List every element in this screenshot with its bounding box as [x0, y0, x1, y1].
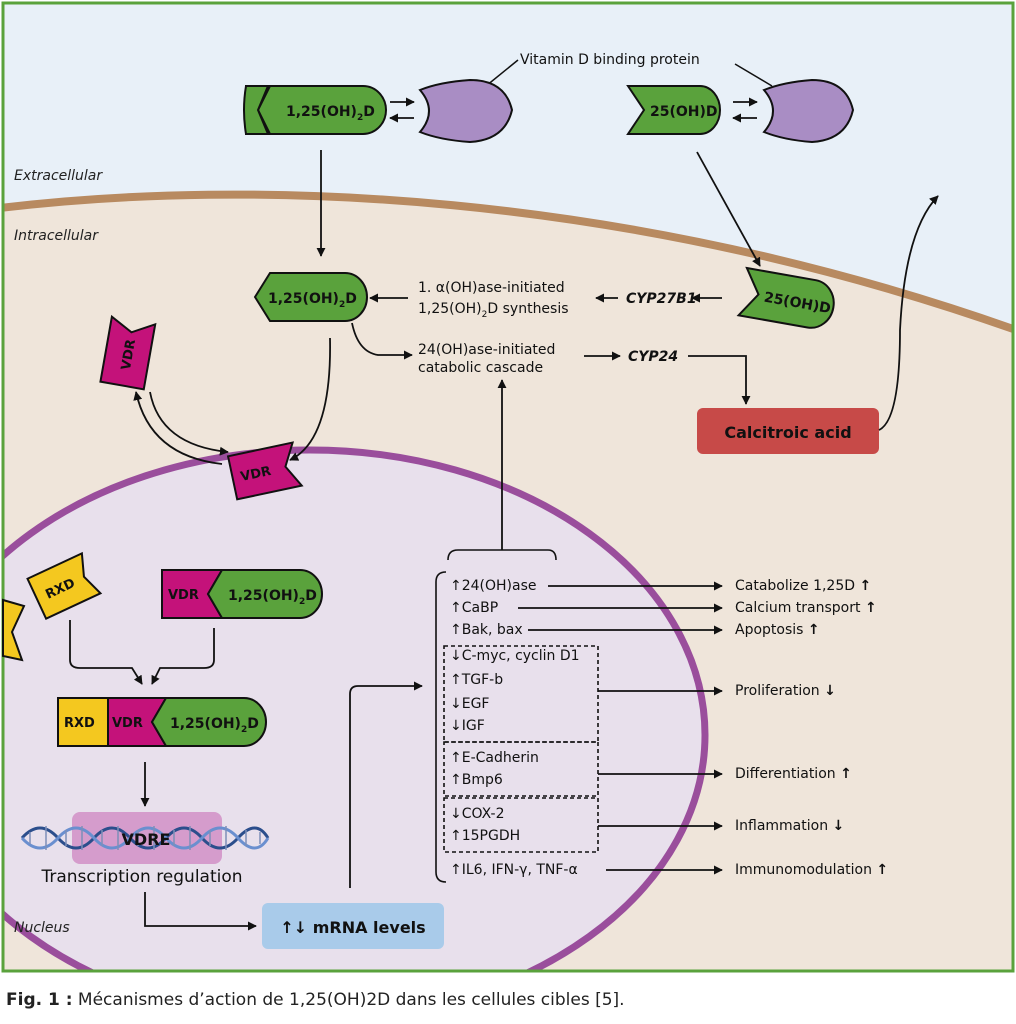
gene-item: ↑Bmp6: [450, 772, 503, 788]
effect-item: Apoptosis ↑: [735, 622, 820, 638]
vdbp-shape-2: [762, 78, 855, 144]
svg-text:RXD: RXD: [64, 716, 95, 731]
svg-text:VDR: VDR: [112, 716, 143, 731]
gene-item: ↓C-myc, cyclin D1: [450, 648, 580, 664]
calcitroic-acid-label: Calcitroic acid: [724, 423, 851, 442]
calcitriol-intracellular: 1,25(OH)2D: [253, 272, 368, 322]
calcitriol-extracellular: 1,25(OH)2D: [243, 85, 387, 135]
gene-item: ↓EGF: [450, 696, 489, 712]
figure-frame: [1, 1, 1015, 973]
vdr-calcitriol-complex: VDR 1,25(OH)2D: [161, 569, 323, 619]
mrna-levels-box: [262, 903, 444, 949]
gene-item: ↑15PGDH: [450, 828, 520, 844]
cyp27b1-label: CYP27B1: [626, 291, 697, 307]
vdr-perinuclear: VDR: [226, 441, 304, 501]
extracellular-label: Extracellular: [14, 168, 103, 184]
svg-text:1,25(OH)2D: 1,25(OH)2D: [228, 588, 317, 607]
svg-text:VDR: VDR: [239, 464, 272, 485]
proliferation-group: [443, 645, 599, 743]
effect-item: Inflammation ↓: [735, 818, 844, 834]
svg-text:1,25(OH)2D: 1,25(OH)2D: [268, 291, 357, 310]
gene-item: ↑IL6, IFN-γ, TNF-α: [450, 862, 578, 878]
effect-item: Calcium transport ↑: [735, 600, 877, 616]
vdre-label: VDRE: [122, 830, 171, 849]
svg-text:VDR: VDR: [168, 588, 199, 603]
svg-text:1,25(OH)2D: 1,25(OH)2D: [170, 716, 259, 735]
gene-item: ↑Bak, bax: [450, 622, 523, 638]
svg-text:VDR: VDR: [119, 338, 139, 371]
vdr-cytoplasmic: VDR: [99, 314, 157, 391]
effect-item: Differentiation ↑: [735, 766, 852, 782]
vitamin-d-mechanism-diagram: Extracellular Intracellular Nucleus Vita…: [1, 1, 1015, 973]
calcidiol-extracellular: 25(OH)D: [626, 85, 721, 135]
effect-item: Catabolize 1,25D ↑: [735, 578, 871, 594]
rxd-partial: [2, 598, 26, 662]
gene-item: ↑E-Cadherin: [450, 750, 539, 766]
intracellular-label: Intracellular: [14, 228, 99, 244]
vdbp-label: Vitamin D binding protein: [520, 52, 700, 68]
mrna-levels-label: ↑↓ mRNA levels: [280, 918, 425, 937]
synthesis-line-1: 1. α(OH)ase-initiated: [418, 280, 565, 296]
effect-list: Catabolize 1,25D ↑ Calcium transport ↑ Apo…: [518, 578, 888, 878]
calcitroic-acid-box: [697, 408, 879, 454]
inflammation-group: [443, 797, 599, 853]
vdbp-shape-1: [418, 78, 514, 144]
svg-text:25(OH)D: 25(OH)D: [650, 104, 718, 120]
transcription-regulation-label: Transcription regulation: [40, 867, 242, 887]
gene-item: ↑24(OH)ase: [450, 578, 537, 594]
figure-caption: Fig. 1 : Mécanismes d’action de 1,25(OH)…: [6, 990, 625, 1010]
gene-item: ↓COX-2: [450, 806, 504, 822]
calcidiol-intracellular: 25(OH)D: [736, 266, 835, 329]
gene-item: ↑CaBP: [450, 600, 498, 616]
dna-helix: VDRE: [20, 812, 270, 864]
rxd-single: RXD: [26, 551, 103, 620]
gene-list: ↑24(OH)ase ↑CaBP ↑Bak, bax ↓C-myc, cyclin D…: [450, 578, 580, 878]
differentiation-group: [443, 741, 599, 797]
catabolic-line-1: 24(OH)ase-initiated: [418, 342, 555, 358]
vdre-box: [72, 812, 222, 864]
gene-item: ↑TGF-b: [450, 672, 503, 688]
effect-item: Immunomodulation ↑: [735, 862, 888, 878]
catabolic-line-2: catabolic cascade: [418, 360, 543, 376]
nucleus-label: Nucleus: [14, 920, 70, 936]
rxd-vdr-calcitriol-complex: RXD VDR 1,25(OH)2D: [57, 697, 267, 747]
gene-item: ↓IGF: [450, 718, 485, 734]
cyp24-label: CYP24: [628, 349, 678, 365]
effect-item: Proliferation ↓: [735, 683, 836, 699]
svg-text:1,25(OH)2D: 1,25(OH)2D: [286, 104, 375, 123]
synthesis-line-2: 1,25(OH)2D synthesis: [418, 301, 569, 320]
